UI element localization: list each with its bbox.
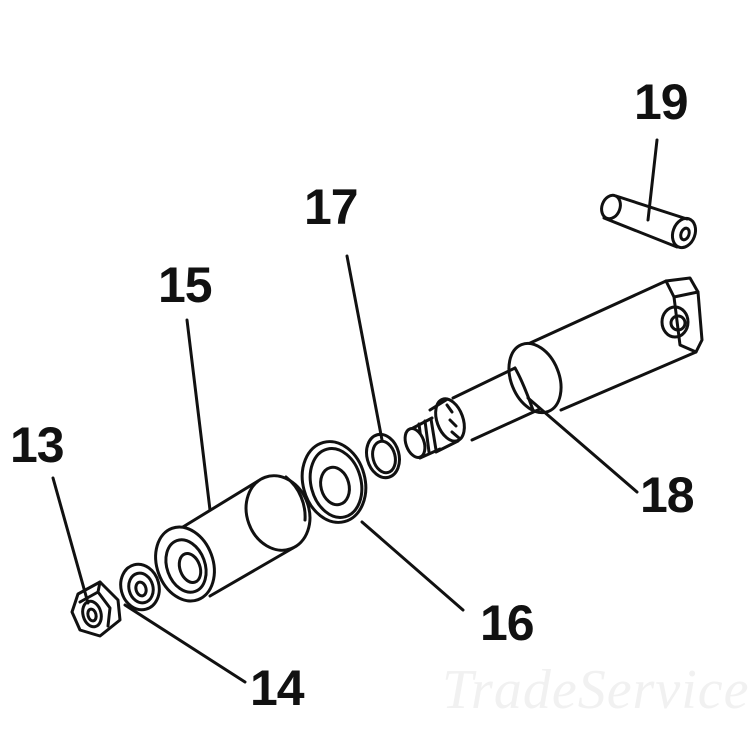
- part-18-shaft: [403, 276, 704, 460]
- callout-18: 18: [640, 467, 695, 523]
- callout-19: 19: [634, 74, 689, 130]
- leader-15: [185, 318, 212, 512]
- leader-19: [646, 138, 659, 222]
- part-16-flat-washer: [300, 440, 368, 524]
- part-14-washer: [119, 562, 161, 612]
- part-15-sleeve: [154, 474, 312, 603]
- callout-15: 15: [158, 257, 213, 313]
- part-19-pin: [600, 193, 698, 250]
- leader-16: [360, 520, 465, 612]
- callout-16: 16: [480, 595, 535, 651]
- leader-17: [345, 254, 384, 442]
- callout-14: 14: [250, 660, 305, 716]
- leader-18: [526, 396, 639, 494]
- callout-17: 17: [304, 179, 359, 235]
- callout-13: 13: [10, 417, 65, 473]
- watermark: TradeService: [442, 659, 750, 721]
- part-13-nut: [70, 580, 122, 638]
- leader-13: [51, 476, 90, 605]
- part-17-o-ring: [365, 432, 401, 480]
- leader-14: [123, 603, 247, 684]
